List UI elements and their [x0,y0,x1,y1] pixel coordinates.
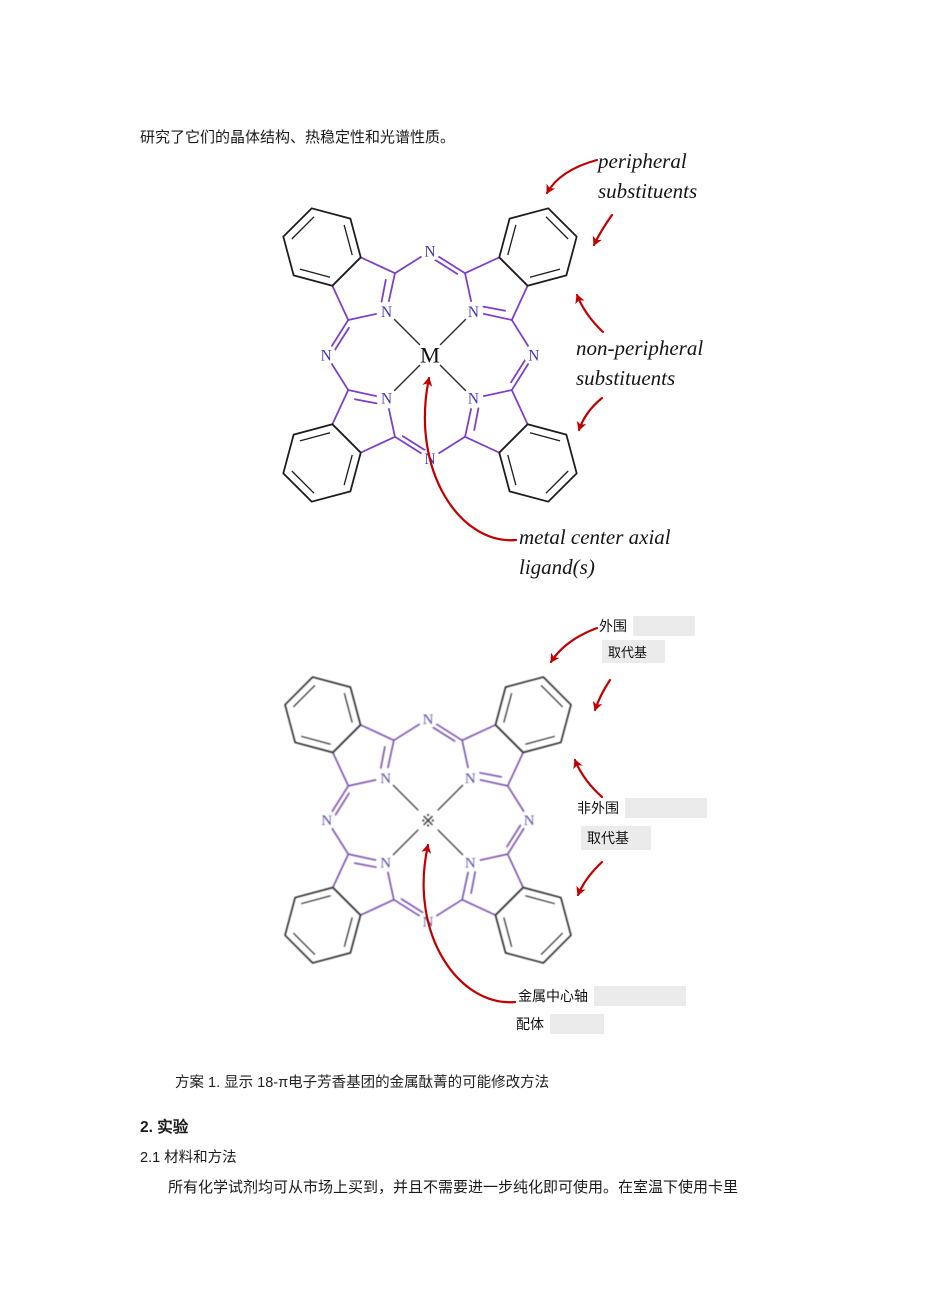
label-peripheral-substituents: peripheral substituents [598,146,697,206]
label-line: ligand(s) [519,555,595,579]
annotation-arrows-english [422,158,614,542]
annotation-arrows-chinese [421,626,612,1004]
phthalocyanine-diagram-chinese: N N N N N N N N ※ [270,626,612,1004]
highlight-box [594,986,686,1006]
nitrogen-label: N [321,347,332,364]
label-nonperipheral-substituents: non-peripheral substituents [576,333,703,393]
label-peripheral-zh: 外围 [599,616,695,636]
arrow-peripheral-top [545,158,599,195]
nitrogen-label: N [381,304,392,321]
nitrogen-label: N [524,813,535,829]
arrow-metal-center [422,376,518,542]
arrow-peripheral-side [592,678,612,712]
body-paragraph: 所有化学试剂均可从市场上买到，并且不需要进一步纯化即可使用。在室温下使用卡里 [168,1179,739,1196]
section-heading: 2. 实验 [140,1118,189,1136]
label-nonperipheral-zh: 非外围 [577,798,707,818]
nitrogen-label: N [321,813,332,829]
label-line: substituents [576,366,676,390]
label-text: 取代基 [581,826,651,850]
label-metal-zh: 金属中心轴 [518,986,686,1006]
nitrogen-label: N [468,391,479,408]
label-metal-zh-line2: 配体 [516,1014,604,1034]
arrow-nonperipheral-up [573,758,604,799]
subsection-heading: 2.1 材料和方法 [140,1149,237,1166]
highlight-box [550,1014,604,1034]
arrow-nonperipheral-up [575,293,605,334]
arrow-nonperipheral-down [576,860,604,897]
atom-label-masks [317,709,539,931]
label-line: metal center axial [519,525,671,549]
nitrogen-label: N [380,855,391,871]
metal-center-label: M [420,343,440,368]
label-metal-center-axial-ligand: metal center axial ligand(s) [519,522,671,582]
arrow-peripheral-top [549,626,599,664]
scheme-caption: 方案 1. 显示 18-π电子芳香基团的金属酞菁的可能修改方法 [175,1074,550,1091]
nitrogen-label: N [528,347,539,364]
phthalocyanine-diagram-english: N N N N N N N N M [268,158,614,542]
label-line: substituents [598,179,698,203]
arrow-peripheral-side [592,213,614,247]
atom-label-masks [316,241,544,469]
label-line: non-peripheral [576,336,704,360]
highlight-box [633,616,695,636]
label-line: peripheral [598,149,687,173]
label-text: 非外围 [577,800,619,816]
label-peripheral-zh-line2: 取代基 [602,640,666,663]
metal-center-label: ※ [421,811,435,830]
arrow-metal-center [421,843,517,1004]
phthalocyanine-molecule: N N N N N N N N M [268,193,592,517]
nitrogen-label: N [380,771,391,787]
nitrogen-label: N [465,855,476,871]
nitrogen-label: N [424,243,435,260]
label-text: 金属中心轴 [518,988,588,1004]
highlight-box [625,798,707,818]
nitrogen-label: N [381,391,392,408]
label-text: 外围 [599,618,627,634]
nitrogen-label: N [468,304,479,321]
label-text: 配体 [516,1016,544,1032]
arrow-nonperipheral-down [576,396,604,432]
label-nonperipheral-zh-line2: 取代基 [581,826,651,850]
intro-paragraph: 研究了它们的晶体结构、热稳定性和光谱性质。 [140,129,456,146]
nitrogen-label: N [465,771,476,787]
nitrogen-label: N [423,712,434,728]
label-text: 取代基 [602,640,666,663]
phthalocyanine-molecule-degraded: N N N N N N N N ※ [270,662,586,978]
